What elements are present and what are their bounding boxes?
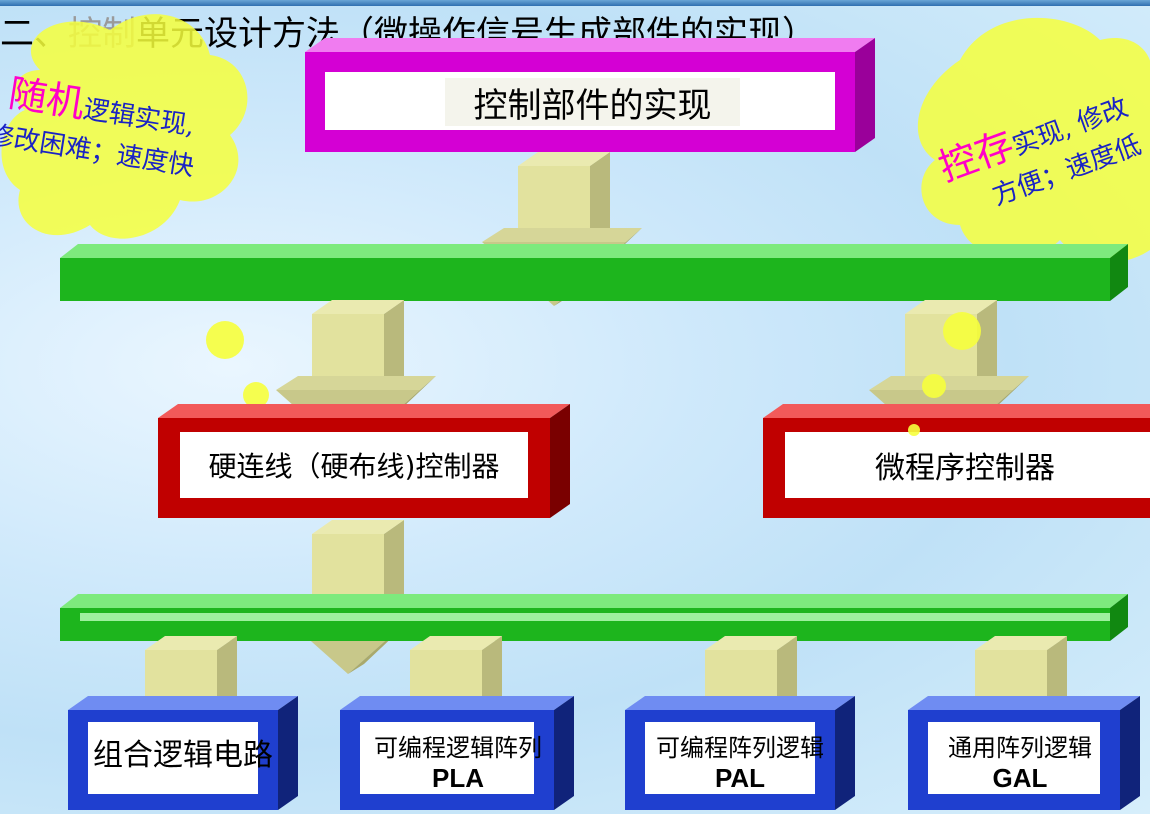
microprogram-controller-label: 微程序控制器 <box>875 451 1055 486</box>
right-bubble-dot-1 <box>943 312 981 350</box>
left-thought-bubble <box>1 14 248 239</box>
pal-label-cn: 可编程阵列逻辑 <box>656 733 824 762</box>
right-bubble-dot-2 <box>922 374 946 398</box>
pal-label: 可编程阵列逻辑 PAL <box>640 724 840 796</box>
gal-label-en: GAL <box>992 762 1048 793</box>
pla-label: 可编程逻辑阵列 PLA <box>360 724 556 796</box>
left-bubble-dot-2 <box>243 382 269 408</box>
gal-label-cn: 通用阵列逻辑 <box>948 733 1092 762</box>
hardwired-controller-label: 硬连线（硬布线)控制器 <box>208 450 500 483</box>
pla-label-cn: 可编程逻辑阵列 <box>374 733 542 762</box>
combinational-logic-label: 组合逻辑电路 <box>93 738 273 773</box>
green-bar-upper <box>60 258 1110 301</box>
gal-label: 通用阵列逻辑 GAL <box>924 724 1116 796</box>
pla-label-en: PLA <box>432 762 484 793</box>
pal-label-en: PAL <box>714 762 766 793</box>
left-bubble-dot-1 <box>206 321 244 359</box>
right-thought-bubble <box>917 17 1150 263</box>
top-box-label: 控制部件的实现 <box>445 78 740 126</box>
right-bubble-dot-3 <box>908 424 920 436</box>
title-top-rule <box>0 0 1150 6</box>
